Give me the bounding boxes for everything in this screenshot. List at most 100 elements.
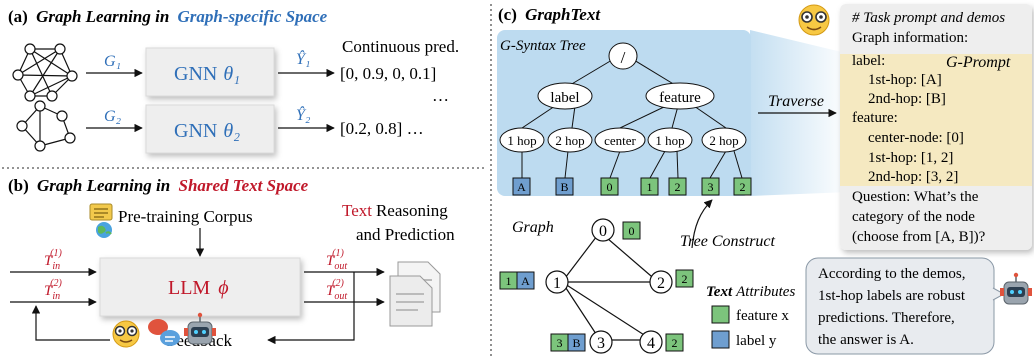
reasoning-line-2: and Prediction xyxy=(356,225,455,244)
svg-text:A: A xyxy=(517,180,526,194)
legend-label-label: label y xyxy=(736,333,777,349)
legend-feature-swatch xyxy=(711,305,730,324)
svg-text:3: 3 xyxy=(597,335,605,352)
tree-construct-label: Tree Construct xyxy=(680,233,776,250)
tree-node-feature-center: center xyxy=(594,127,646,153)
prompt-feat-1hop: 1st-hop: [1, 2] xyxy=(868,150,953,166)
tree-node-label-1hop: 1 hop xyxy=(499,127,545,153)
document-icon xyxy=(389,261,441,327)
svg-text:2: 2 xyxy=(740,180,746,194)
legend-label-swatch xyxy=(711,330,730,349)
graph-node-4: 4 xyxy=(639,330,663,354)
llm-box xyxy=(99,257,301,317)
y2-label: Ŷ₂ xyxy=(296,105,311,124)
answer-line-3: predictions. Therefore, xyxy=(818,310,955,326)
tree-leaf-2: 2 xyxy=(668,177,687,196)
tout2-label: Tout(2) xyxy=(326,278,347,302)
answer-line-4: the answer is A. xyxy=(818,332,914,348)
svg-text:2: 2 xyxy=(682,272,688,286)
graph-node-1: 1 xyxy=(545,270,569,294)
tree-node-feature: feature xyxy=(645,82,715,110)
globe-icon xyxy=(96,222,112,238)
continuous-pred-label: Continuous pred. xyxy=(342,37,459,56)
tree-node-feature-1hop: 1 hop xyxy=(647,127,693,153)
g-prompt-label: G-Prompt xyxy=(946,54,1011,71)
prompt-label: label: xyxy=(852,53,885,69)
tree-root: / xyxy=(608,42,638,70)
prompt-question-2: category of the node xyxy=(852,209,975,225)
svg-text:3: 3 xyxy=(708,180,714,194)
svg-text:1: 1 xyxy=(506,274,512,288)
tree-leaf-2b: 2 xyxy=(733,177,752,196)
node-0-feature-tag: 0 xyxy=(622,221,641,240)
traverse-label: Traverse xyxy=(768,93,824,110)
nerd-face-icon-prompt xyxy=(798,4,830,36)
pred-1: [0, 0.9, 0, 0.1] xyxy=(340,64,436,83)
prompt-label-2hop: 2nd-hop: [B] xyxy=(868,91,946,107)
panel-c-title: (c) GraphText xyxy=(498,5,601,24)
svg-text:/: / xyxy=(621,48,626,67)
panel-c: (c) GraphText G-Syntax Tree / xyxy=(497,4,1032,355)
g-prompt-highlight xyxy=(840,54,1032,186)
svg-text:1: 1 xyxy=(647,180,653,194)
y1-label: Ŷ₁ xyxy=(296,49,310,68)
node-4-feature-tag: 2 xyxy=(665,333,684,352)
node-3-feature-tag: 3 xyxy=(550,333,569,352)
svg-text:A: A xyxy=(521,274,530,288)
g-syntax-tree-label: G-Syntax Tree xyxy=(500,38,586,54)
svg-text:2: 2 xyxy=(675,180,681,194)
tin2-label: Tin(2) xyxy=(44,278,62,302)
svg-text:B: B xyxy=(572,336,580,350)
g1-label: G₁ xyxy=(104,53,121,70)
gnn-box-1 xyxy=(145,47,275,97)
prompt-feature: feature: xyxy=(852,110,898,126)
svg-text:0: 0 xyxy=(607,180,613,194)
tree-construct-arrow xyxy=(691,199,713,249)
answer-line-1: According to the demos, xyxy=(818,266,965,282)
tout1-label: Tout(1) xyxy=(326,248,347,272)
g-syntax-tree-panel xyxy=(497,30,751,196)
svg-text:center: center xyxy=(604,133,636,148)
tree-node-label: label xyxy=(537,82,593,110)
svg-text:feature: feature xyxy=(659,90,701,106)
tree-leaf-a: A xyxy=(512,177,531,196)
graph-node-3: 3 xyxy=(589,330,613,354)
feedback-arrow-out xyxy=(31,305,110,341)
svg-text:2: 2 xyxy=(672,336,678,350)
chat-bubbles-icon xyxy=(148,319,180,346)
input-graph-2 xyxy=(16,100,76,152)
answer-text: According to the demos, 1st-hop labels a… xyxy=(818,266,966,348)
answer-line-2: 1st-hop labels are robust xyxy=(818,288,966,304)
node-1-feature-tag: 1 xyxy=(499,271,518,290)
graph-label: Graph xyxy=(512,219,554,236)
gnn-box-2 xyxy=(145,104,275,154)
tin1-label: Tin(1) xyxy=(44,248,62,272)
panel-b: (b) Graph Learning in Shared Text Space … xyxy=(8,176,455,350)
feedback-arrow-in xyxy=(267,272,355,345)
svg-text:2 hop: 2 hop xyxy=(709,133,738,148)
prompt-comment: # Task prompt and demos xyxy=(852,10,1005,26)
prompt-question-3: (choose from [A, B])? xyxy=(852,229,986,245)
tree-leaf-b: B xyxy=(555,177,574,196)
robot-icon xyxy=(184,312,216,345)
svg-text:0: 0 xyxy=(599,223,607,240)
tree-node-label-2hop: 2 hop xyxy=(547,127,593,153)
tree-leaf-3: 3 xyxy=(701,177,720,196)
robot-icon-answer xyxy=(1000,272,1032,305)
svg-text:2 hop: 2 hop xyxy=(555,133,584,148)
graph-node-2: 2 xyxy=(649,270,673,294)
graph-edges xyxy=(561,231,659,341)
corpus-icon xyxy=(89,203,113,221)
prompt-feat-2hop: 2nd-hop: [3, 2] xyxy=(868,169,958,185)
prompt-text: # Task prompt and demos Graph informatio… xyxy=(852,10,1011,245)
pretrain-label: Pre-training Corpus xyxy=(118,207,253,226)
svg-text:1 hop: 1 hop xyxy=(655,133,684,148)
svg-text:3: 3 xyxy=(557,336,563,350)
tree-leaf-0: 0 xyxy=(600,177,619,196)
tree-leaf-1: 1 xyxy=(640,177,659,196)
